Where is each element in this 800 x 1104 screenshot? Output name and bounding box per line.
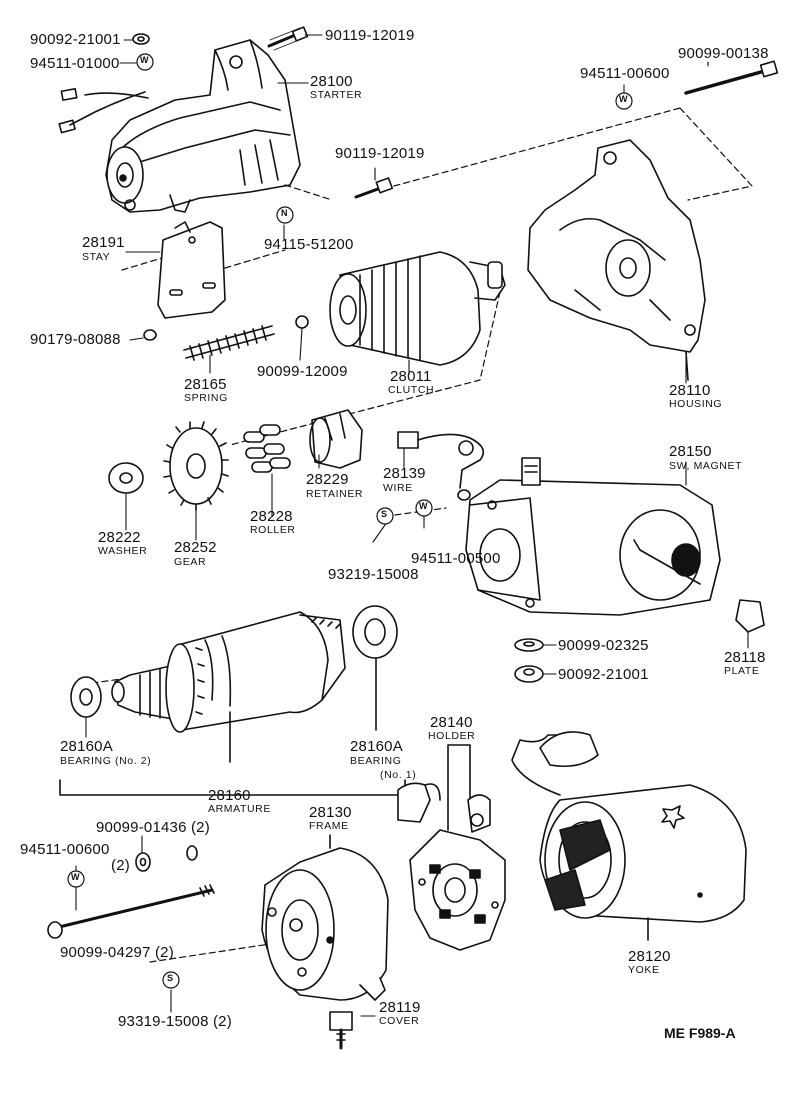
label-starter: STARTER: [310, 89, 363, 101]
armature-drawing: [70, 605, 398, 763]
label-wire: WIRE: [383, 482, 413, 494]
label-washer: WASHER: [98, 545, 148, 557]
yoke-drawing: [511, 731, 747, 941]
figure-code: ME F989-A: [664, 1025, 736, 1041]
label-28160a-right: 28160A: [350, 738, 403, 755]
label-94511-00600-top: 94511-00600: [580, 65, 670, 82]
label-28120: 28120: [628, 948, 671, 965]
label-94511-00600-low: 94511-00600: [20, 841, 110, 858]
gear-group: [108, 409, 363, 511]
frame-drawing: [261, 834, 389, 1001]
label-90099-12009: 90099-12009: [257, 363, 348, 380]
label-gear: GEAR: [174, 556, 207, 568]
label-housing: HOUSING: [669, 398, 723, 410]
marker-w-icon: W: [619, 94, 628, 104]
label-90092-21001-top: 90092-21001: [30, 31, 121, 48]
label-28160a-left: 28160A: [60, 738, 113, 755]
magnet-switch-drawing: [465, 457, 721, 616]
label-28118: 28118: [724, 649, 766, 666]
label-clutch: CLUTCH: [388, 384, 435, 396]
label-90119-12019-mid: 90119-12019: [335, 145, 425, 162]
label-sw-magnet: SW, MAGNET: [669, 460, 743, 472]
marker-w-icon: W: [419, 501, 428, 511]
label-28160: 28160: [208, 787, 251, 804]
label-93319-15008: 93319-15008 (2): [118, 1013, 232, 1030]
holder-drawing: [397, 744, 506, 951]
label-90099-01436: 90099-01436 (2): [96, 819, 210, 836]
label-28150: 28150: [669, 443, 712, 460]
label-bearing-no1-index: (No. 1): [380, 769, 417, 781]
label-spring: SPRING: [184, 392, 228, 404]
housing-drawing: [527, 139, 706, 381]
marker-s-icon: S: [381, 509, 388, 519]
label-28222: 28222: [98, 529, 141, 546]
label-90119-12019-top: 90119-12019: [325, 27, 415, 44]
label-leaders: [75, 34, 749, 1017]
label-plate: PLATE: [724, 665, 760, 677]
label-93219-15008: 93219-15008: [328, 566, 419, 583]
label-28229: 28229: [306, 471, 349, 488]
plate-and-nuts: [514, 599, 765, 683]
label-bearing-no2: BEARING (No. 2): [60, 755, 152, 767]
label-94511-00600-low-qty: (2): [111, 857, 130, 874]
label-cover: COVER: [379, 1015, 420, 1027]
label-90099-02325: 90099-02325: [558, 637, 649, 654]
label-bearing-no1: BEARING: [350, 755, 402, 767]
marker-n-icon: N: [281, 208, 288, 218]
label-armature: ARMATURE: [208, 803, 271, 815]
starter-assembly-drawing: [58, 39, 301, 213]
label-28100: 28100: [310, 73, 353, 90]
marker-s-icon: S: [167, 973, 174, 983]
marker-w-icon: W: [140, 55, 149, 65]
label-retainer: RETAINER: [306, 488, 364, 500]
label-28252: 28252: [174, 539, 217, 556]
label-yoke: YOKE: [628, 964, 660, 976]
marker-circles: [67, 53, 633, 989]
label-90179-08088: 90179-08088: [30, 331, 121, 348]
label-94115-51200: 94115-51200: [264, 236, 354, 253]
label-94511-01000: 94511-01000: [30, 55, 120, 72]
label-28011: 28011: [390, 368, 432, 385]
label-90092-21001-mid: 90092-21001: [558, 666, 649, 683]
label-28228: 28228: [250, 508, 293, 525]
label-28165: 28165: [184, 376, 227, 393]
marker-w-icon: W: [71, 872, 80, 882]
label-holder: HOLDER: [428, 730, 476, 742]
label-28140: 28140: [430, 714, 473, 731]
label-28139: 28139: [383, 465, 426, 482]
spring-coil: [183, 315, 309, 361]
label-stay: STAY: [82, 251, 111, 263]
label-90099-04297: 90099-04297 (2): [60, 944, 174, 961]
label-frame: FRAME: [309, 820, 349, 832]
label-28191: 28191: [82, 234, 125, 251]
label-roller: ROLLER: [250, 524, 296, 536]
label-94511-00500: 94511-00500: [411, 550, 501, 567]
through-bolt-group: [47, 845, 353, 1050]
label-28119: 28119: [379, 999, 421, 1016]
label-28110: 28110: [669, 382, 711, 399]
label-90099-00138: 90099-00138: [678, 45, 769, 62]
clutch-drawing: [329, 251, 506, 366]
wire-drawing: [397, 431, 485, 501]
label-28130: 28130: [309, 804, 352, 821]
top-hardware: [132, 26, 779, 199]
stay-bracket: [143, 221, 226, 341]
